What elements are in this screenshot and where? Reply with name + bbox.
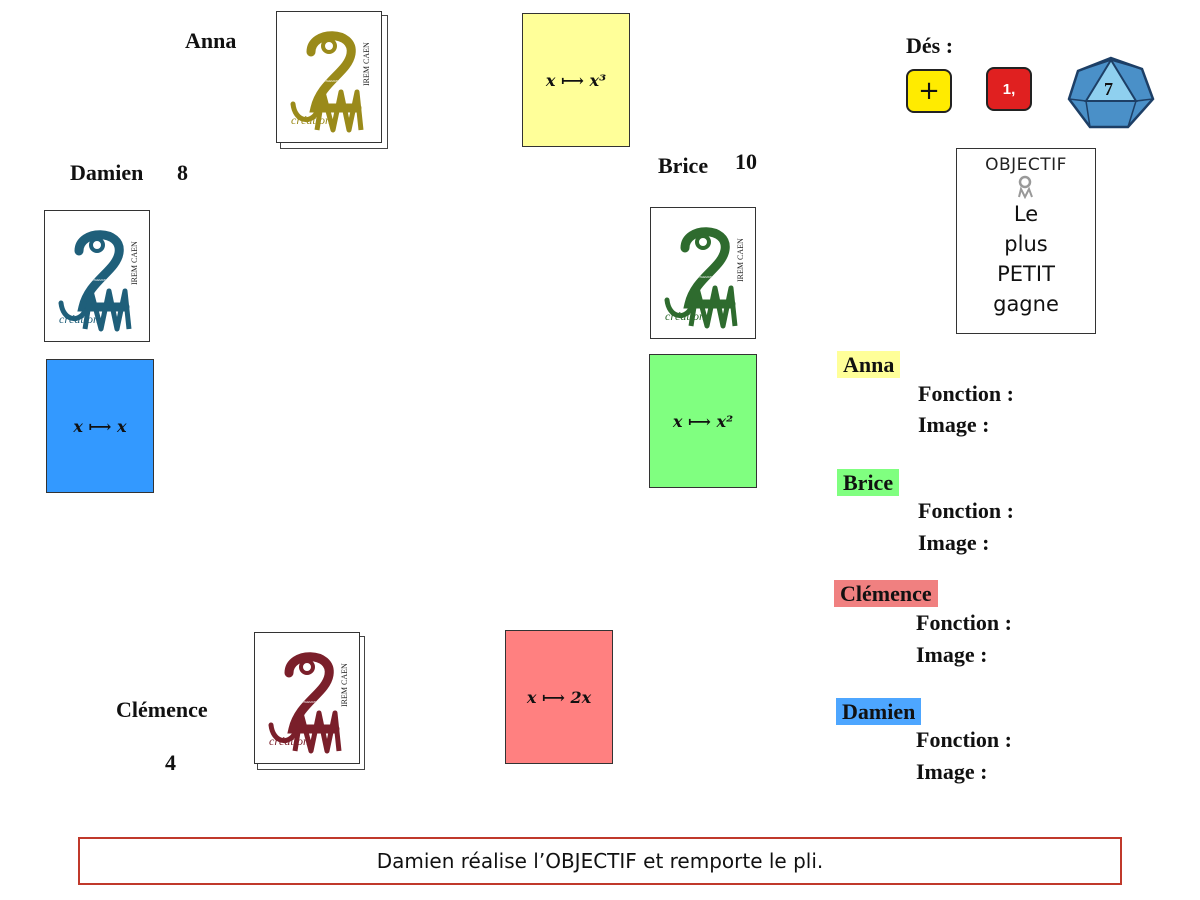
objective-logo-icon — [957, 175, 1095, 199]
svg-text:MATHEMATIQUES: MATHEMATIQUES — [321, 79, 347, 83]
player-name-brice: Brice — [658, 153, 709, 178]
objective-line: plus — [1004, 232, 1048, 256]
dice-label: Dés : — [906, 33, 954, 58]
scoreboard-function-label: Fonction : — [918, 381, 1014, 406]
function-card-clemence[interactable]: x ⟼ 2x — [505, 630, 613, 764]
objective-line: gagne — [993, 292, 1059, 316]
svg-text:création: création — [291, 113, 331, 127]
scoreboard-image-label: Image : — [916, 759, 988, 784]
card-back-logo: IREM CAEN MATHEMATIQUES création — [254, 632, 360, 764]
player-name-anna: Anna — [185, 28, 237, 53]
octahedron-die-icon — [1067, 56, 1155, 129]
irem-logo-icon: IREM CAEN MATHEMATIQUES création — [58, 230, 139, 332]
svg-text:MATHEMATIQUES: MATHEMATIQUES — [695, 275, 721, 279]
svg-text:MATHEMATIQUES: MATHEMATIQUES — [299, 700, 325, 704]
irem-logo-icon: IREM CAEN MATHEMATIQUES création — [268, 652, 349, 754]
function-text: x ⟼ x³ — [545, 70, 607, 90]
svg-text:création: création — [665, 309, 705, 323]
function-text: x ⟼ x — [73, 416, 127, 436]
function-card-damien[interactable]: x ⟼ x — [46, 359, 154, 493]
svg-text:IREM CAEN: IREM CAEN — [130, 241, 139, 285]
objective-title: OBJECTIF — [985, 155, 1067, 175]
die-value: 1, — [1002, 80, 1016, 98]
scoreboard-image-label: Image : — [918, 412, 990, 437]
scoreboard-function-label: Fonction : — [916, 610, 1012, 635]
card-back-damien[interactable]: IREM CAEN MATHEMATIQUES création — [44, 210, 150, 342]
player-name-damien: Damien — [70, 160, 144, 185]
card-back-logo: IREM CAEN MATHEMATIQUES création — [276, 11, 382, 143]
status-message-bar: Damien réalise l’OBJECTIF et remporte le… — [78, 837, 1122, 885]
scoreboard-image-label: Image : — [916, 642, 988, 667]
function-text: x ⟼ x² — [672, 411, 734, 431]
operator-die[interactable]: + — [906, 69, 952, 113]
svg-text:MATHEMATIQUES: MATHEMATIQUES — [89, 278, 115, 282]
objective-line: PETIT — [997, 262, 1055, 286]
function-card-anna[interactable]: x ⟼ x³ — [522, 13, 630, 147]
scoreboard-name-brice: Brice — [837, 469, 900, 496]
octahedron-die[interactable]: 7 — [1066, 55, 1156, 131]
die-value: 7 — [1104, 79, 1113, 99]
svg-text:création: création — [269, 734, 309, 748]
svg-text:IREM CAEN: IREM CAEN — [362, 42, 371, 86]
irem-logo-icon: IREM CAEN MATHEMATIQUES création — [290, 31, 371, 133]
number-die[interactable]: 1, — [986, 67, 1032, 111]
die-value: + — [918, 76, 940, 106]
player-score-damien: 8 — [177, 160, 188, 185]
svg-text:IREM CAEN: IREM CAEN — [736, 238, 745, 282]
scoreboard-name-clemence: Clémence — [834, 580, 938, 607]
function-text: x ⟼ 2x — [526, 687, 592, 707]
player-score-clemence: 4 — [165, 750, 176, 775]
player-score-brice: 10 — [735, 149, 757, 174]
irem-logo-icon: IREM CAEN MATHEMATIQUES création — [664, 227, 745, 329]
svg-text:création: création — [59, 312, 99, 326]
scoreboard-image-label: Image : — [918, 530, 990, 555]
status-message: Damien réalise l’OBJECTIF et remporte le… — [376, 849, 824, 873]
scoreboard-name-anna: Anna — [837, 351, 901, 378]
objective-line: Le — [1013, 202, 1039, 226]
scoreboard-name-damien: Damien — [836, 698, 922, 725]
player-name-clemence: Clémence — [116, 697, 208, 722]
function-card-brice[interactable]: x ⟼ x² — [649, 354, 757, 488]
scoreboard-function-label: Fonction : — [918, 498, 1014, 523]
objective-card: OBJECTIF Le plus PETIT gagne — [956, 148, 1096, 334]
svg-text:IREM CAEN: IREM CAEN — [340, 663, 349, 707]
scoreboard-function-label: Fonction : — [916, 727, 1012, 752]
card-back-brice[interactable]: IREM CAEN MATHEMATIQUES création — [650, 207, 756, 339]
